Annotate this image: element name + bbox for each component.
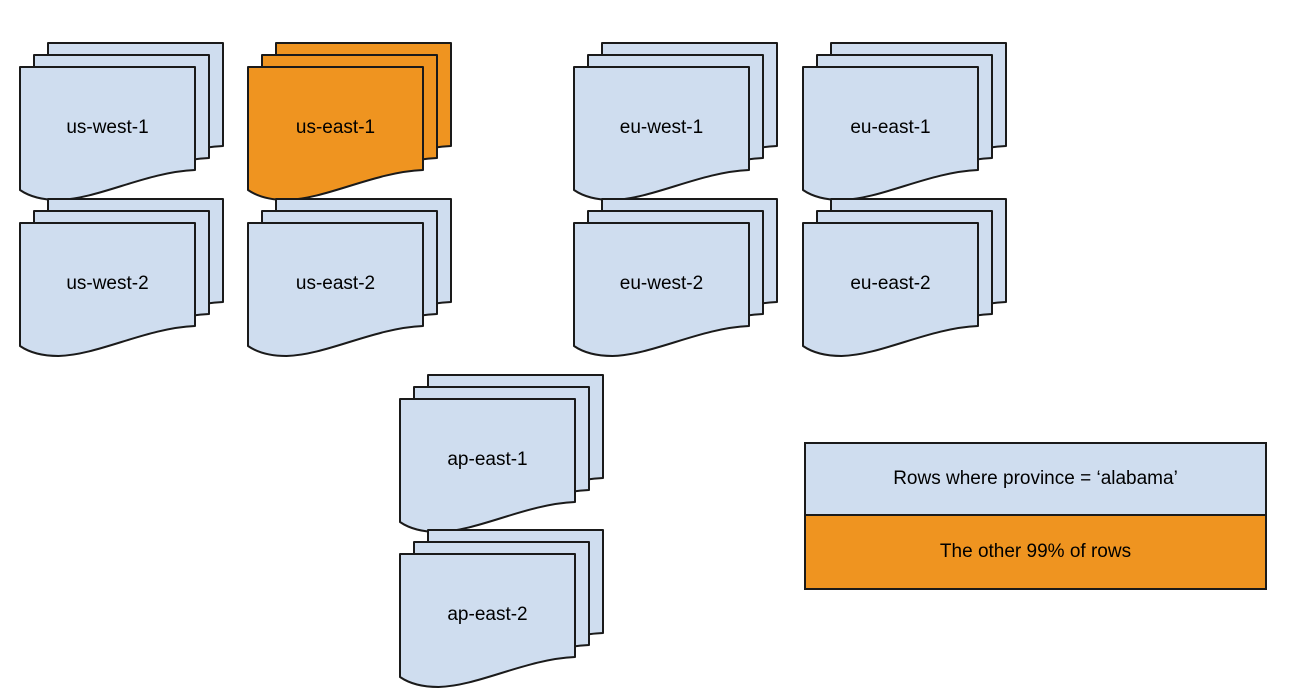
document-sheet — [399, 398, 576, 533]
document-stack-ap-east-1[interactable]: ap-east-1 — [399, 374, 630, 535]
document-stack-ap-east-2[interactable]: ap-east-2 — [399, 529, 630, 690]
document-sheet — [19, 66, 196, 201]
document-sheet — [399, 553, 576, 688]
legend-label-orange: The other 99% of rows — [939, 541, 1132, 562]
legend: Rows where province = ‘alabama’ The othe… — [804, 442, 1267, 590]
document-stack-us-east-1[interactable]: us-east-1 — [247, 42, 478, 203]
document-sheet — [247, 222, 424, 357]
document-stack-us-east-2[interactable]: us-east-2 — [247, 198, 478, 359]
legend-label-blue: Rows where province = ‘alabama’ — [893, 468, 1178, 489]
document-sheet — [573, 66, 750, 201]
document-sheet — [573, 222, 750, 357]
legend-row-blue: Rows where province = ‘alabama’ — [806, 444, 1265, 516]
document-sheet — [19, 222, 196, 357]
document-stack-us-west-1[interactable]: us-west-1 — [19, 42, 250, 203]
document-sheet — [802, 66, 979, 201]
document-sheet — [247, 66, 424, 201]
document-stack-eu-west-2[interactable]: eu-west-2 — [573, 198, 804, 359]
legend-row-orange: The other 99% of rows — [806, 516, 1265, 588]
document-stack-eu-east-1[interactable]: eu-east-1 — [802, 42, 1033, 203]
document-stack-eu-west-1[interactable]: eu-west-1 — [573, 42, 804, 203]
document-sheet — [802, 222, 979, 357]
document-stack-us-west-2[interactable]: us-west-2 — [19, 198, 250, 359]
document-stack-eu-east-2[interactable]: eu-east-2 — [802, 198, 1033, 359]
